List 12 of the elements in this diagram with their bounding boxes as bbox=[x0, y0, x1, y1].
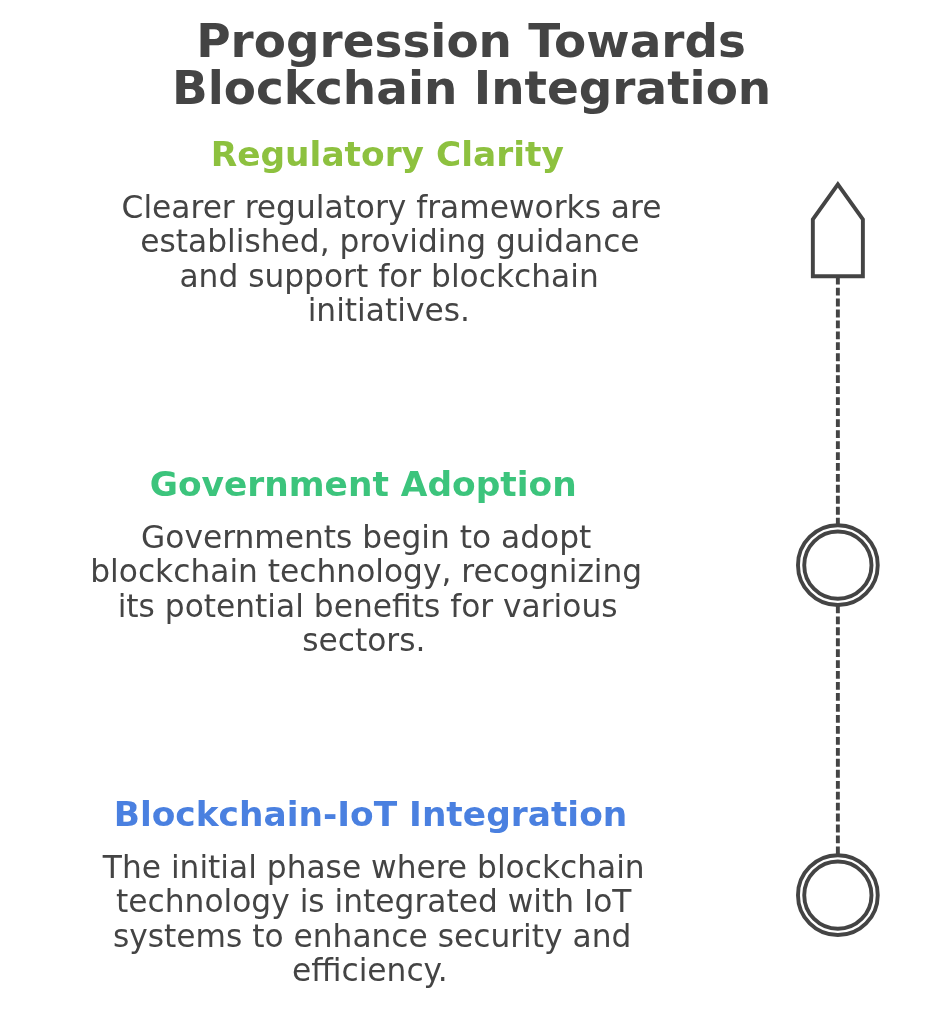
node-label: Clearer regulatory frameworks are established, providing guidance and support for blockchain initiatives. bbox=[121, 188, 661, 329]
node-label: The initial phase where blockchain technology is integrated with IoT systems to enhance security and efficiency. bbox=[102, 848, 645, 989]
node-label: Blockchain-IoT Integration bbox=[113, 793, 627, 834]
node-label: Governments begin to adopt blockchain technology, recognizing its potential benefits for various sectors. bbox=[89, 518, 642, 659]
diagram-title: Progression Towards Blockchain Integration bbox=[171, 12, 771, 115]
node-picture bbox=[810, 181, 865, 279]
connector bbox=[835, 605, 840, 855]
node-picture bbox=[795, 853, 880, 937]
connector bbox=[835, 276, 840, 526]
node-label: Government Adoption bbox=[149, 463, 577, 504]
node-picture bbox=[795, 523, 880, 607]
node-label: Regulatory Clarity bbox=[210, 133, 564, 174]
